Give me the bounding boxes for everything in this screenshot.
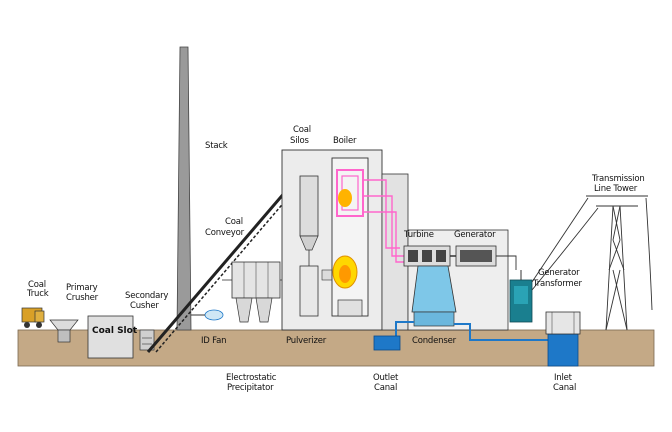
label-generator: Generator bbox=[454, 230, 496, 240]
coal-silos bbox=[299, 175, 319, 251]
pulverizer bbox=[299, 250, 337, 317]
label-coal-slot: Coal Slot bbox=[92, 326, 138, 336]
label-generator-transformer: Generator Transformer bbox=[532, 268, 583, 289]
label-turbine: Turbine bbox=[403, 230, 434, 240]
label-inlet-canal: Inlet Canal bbox=[553, 373, 576, 393]
flame bbox=[338, 189, 352, 207]
generator bbox=[450, 245, 517, 270]
outlet-canal bbox=[373, 335, 401, 351]
coal-slot bbox=[87, 315, 134, 359]
stack bbox=[176, 46, 192, 331]
secondary-crusher bbox=[139, 329, 155, 351]
coal-truck bbox=[21, 307, 45, 328]
condenser bbox=[411, 265, 457, 327]
label-stack: Stack bbox=[205, 141, 228, 151]
generator-transformer bbox=[509, 270, 533, 323]
id-fan bbox=[191, 309, 224, 321]
label-secondary-crusher: Secondary Cusher bbox=[125, 291, 171, 311]
label-outlet-canal: Outlet Canal bbox=[373, 373, 401, 393]
label-coal-silos: Coal Silos bbox=[290, 125, 313, 146]
transmission-line-tower bbox=[531, 195, 653, 331]
electrostatic-precipitator bbox=[222, 261, 300, 323]
label-pulverizer: Pulverizer bbox=[286, 336, 327, 346]
label-coal-truck: Coal Truck bbox=[26, 280, 49, 299]
steam-pipes bbox=[363, 179, 410, 263]
label-condenser: Condenser bbox=[412, 336, 457, 346]
label-id-fan: ID Fan bbox=[201, 336, 226, 346]
primary-crusher bbox=[49, 319, 79, 343]
cooling-water bbox=[373, 311, 581, 367]
superheater bbox=[336, 169, 364, 217]
label-electrostatic-precipitator: Electrostatic Precipitator bbox=[226, 373, 279, 393]
boiler bbox=[331, 157, 369, 317]
label-primary-crusher: Primary Crusher bbox=[66, 283, 100, 303]
label-transmission-line-tower: Transmission Line Tower bbox=[591, 174, 647, 194]
turbine bbox=[403, 245, 451, 267]
inlet-canal bbox=[547, 333, 579, 367]
label-boiler: Boiler bbox=[333, 136, 357, 146]
label-coal-conveyor: Coal Conveyor bbox=[205, 217, 245, 238]
